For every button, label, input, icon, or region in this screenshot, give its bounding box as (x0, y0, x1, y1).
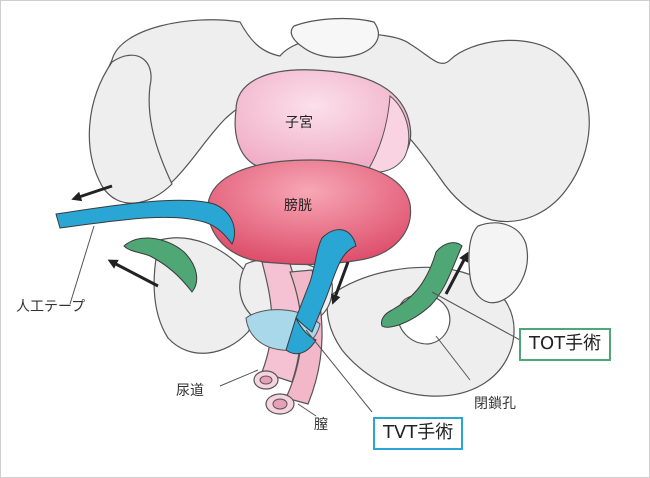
tvt-tape (55, 199, 357, 355)
tvt-procedure-box: TVT手術 (373, 417, 464, 450)
arrow-left-icon (71, 184, 159, 288)
bladder-label: 膀胱 (284, 198, 312, 214)
obturator-label: 閉鎖孔 (474, 396, 516, 412)
tape-label: 人工テープ (16, 299, 86, 315)
pelvic-bone (88, 17, 590, 397)
vagina-label: 膣 (314, 417, 328, 433)
arrow-up-icon (444, 251, 469, 295)
tot-tape (123, 237, 463, 328)
tot-procedure-box: TOT手術 (519, 328, 612, 361)
uterus-label: 子宮 (285, 115, 313, 131)
bladder (207, 159, 412, 266)
leader-lines (69, 225, 521, 417)
urethra-label: 尿道 (176, 383, 204, 399)
arrow-down-icon (331, 261, 350, 305)
